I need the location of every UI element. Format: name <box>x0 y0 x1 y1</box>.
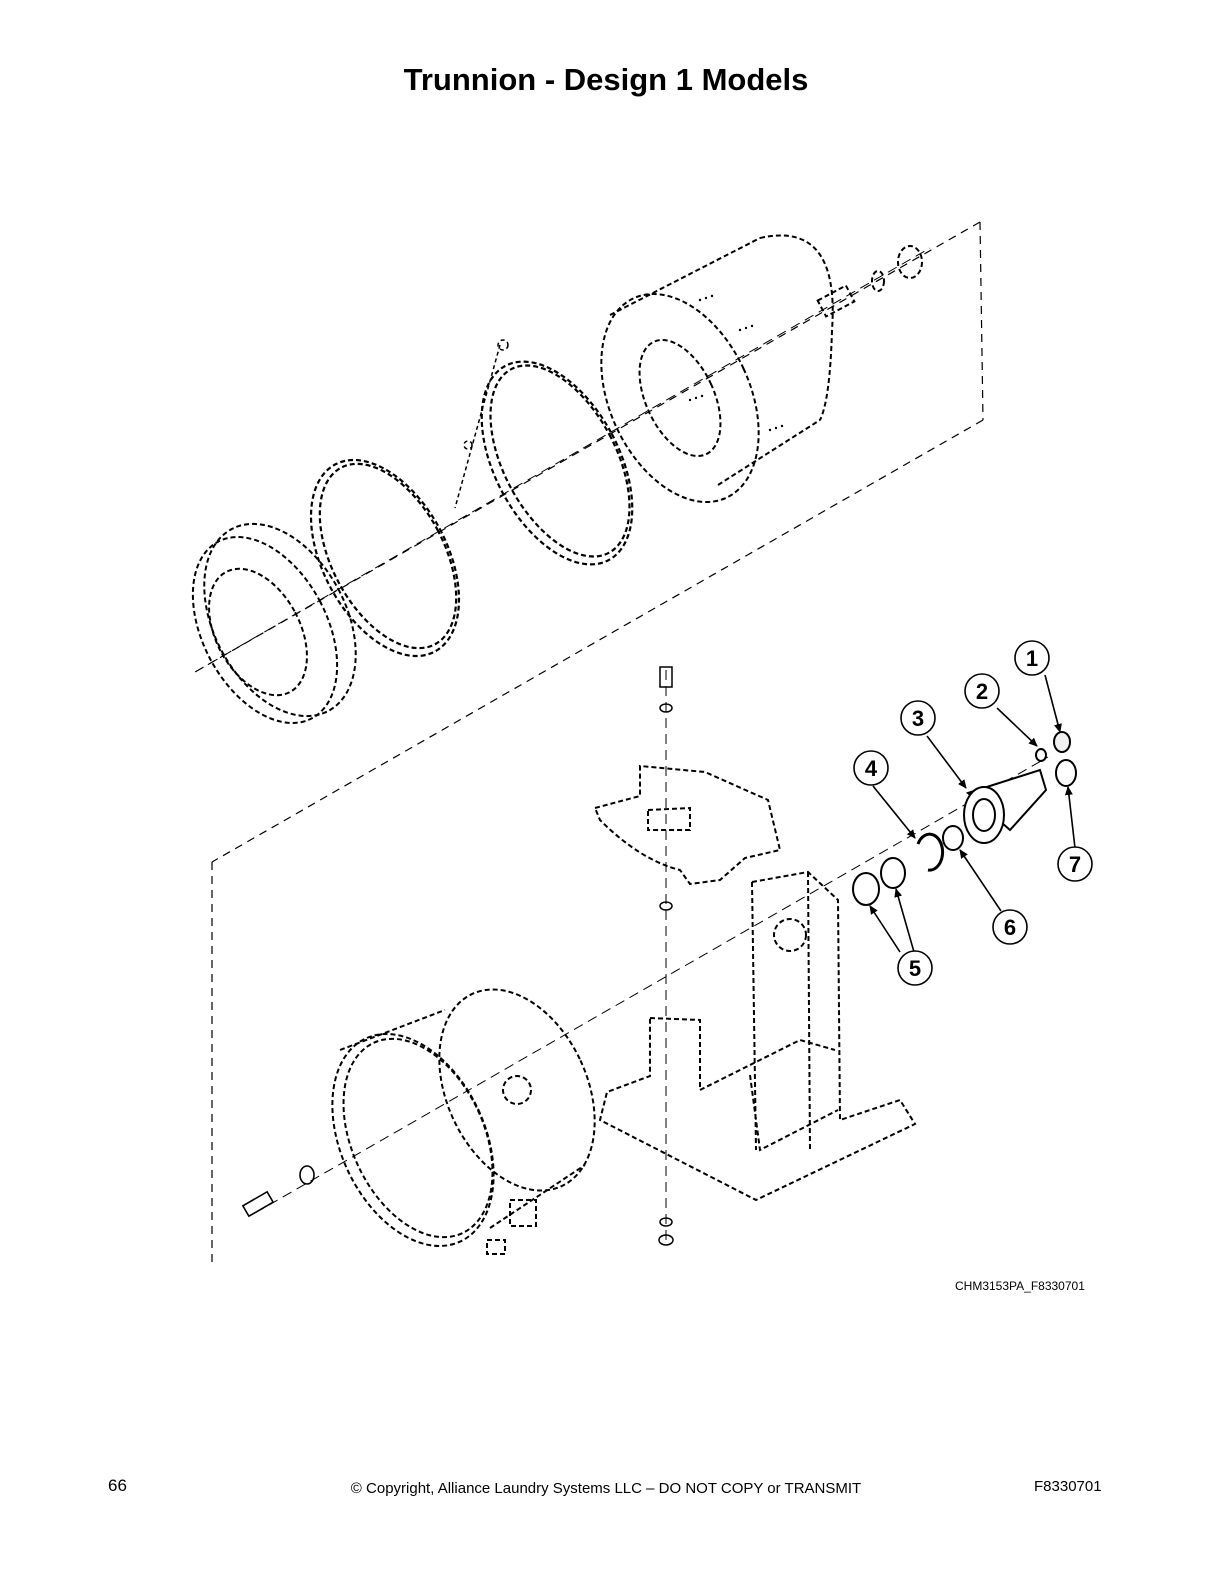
callout-4: 4 <box>853 750 889 786</box>
callout-3: 3 <box>900 700 936 736</box>
callout-2: 2 <box>964 673 1000 709</box>
callout-5: 5 <box>897 950 933 986</box>
outer-tub <box>331 988 596 1255</box>
gasket-ring-right <box>480 360 634 566</box>
figure-id: CHM3153PA_F8330701 <box>955 1279 1085 1293</box>
upper-axis-line <box>194 247 931 673</box>
callout-leaders <box>869 674 1076 953</box>
page-number: 66 <box>108 1476 127 1495</box>
callout-6: 6 <box>992 909 1028 945</box>
part-bearing-small <box>1055 759 1077 787</box>
document-number: F8330701 <box>1034 1478 1102 1495</box>
gasket-ring-left <box>309 458 461 658</box>
callout-1: 1 <box>1014 640 1050 676</box>
trunnion-parts <box>852 731 1077 906</box>
part-bearing-inner <box>942 825 964 851</box>
upper-bolt <box>454 339 509 509</box>
basket-cylinder <box>600 234 923 503</box>
lower-axis-line <box>254 756 1049 1214</box>
svg-text:2: 2 <box>976 679 988 704</box>
svg-text:6: 6 <box>1004 915 1016 940</box>
page-title: Trunnion - Design 1 Models <box>403 62 809 97</box>
vertical-bolt-parts <box>658 666 674 1246</box>
callout-7: 7 <box>1057 846 1093 882</box>
part-nut <box>1053 731 1071 753</box>
lower-bolt <box>241 1165 315 1218</box>
part-seal-b <box>852 872 880 906</box>
svg-text:5: 5 <box>909 956 921 981</box>
frame-base <box>598 870 917 1202</box>
svg-text:3: 3 <box>912 706 924 731</box>
basket-perforations <box>688 294 784 432</box>
copyright-notice: © Copyright, Alliance Laundry Systems LL… <box>350 1480 862 1497</box>
part-seal-a <box>880 857 906 889</box>
part-retaining-ring <box>916 832 945 872</box>
assembly-boundary <box>194 221 984 1268</box>
front-panel-ring <box>191 522 357 724</box>
drive-guard <box>593 764 782 886</box>
svg-text:4: 4 <box>865 756 878 781</box>
part-washer <box>1035 748 1047 762</box>
svg-text:7: 7 <box>1069 852 1081 877</box>
svg-text:1: 1 <box>1026 646 1038 671</box>
